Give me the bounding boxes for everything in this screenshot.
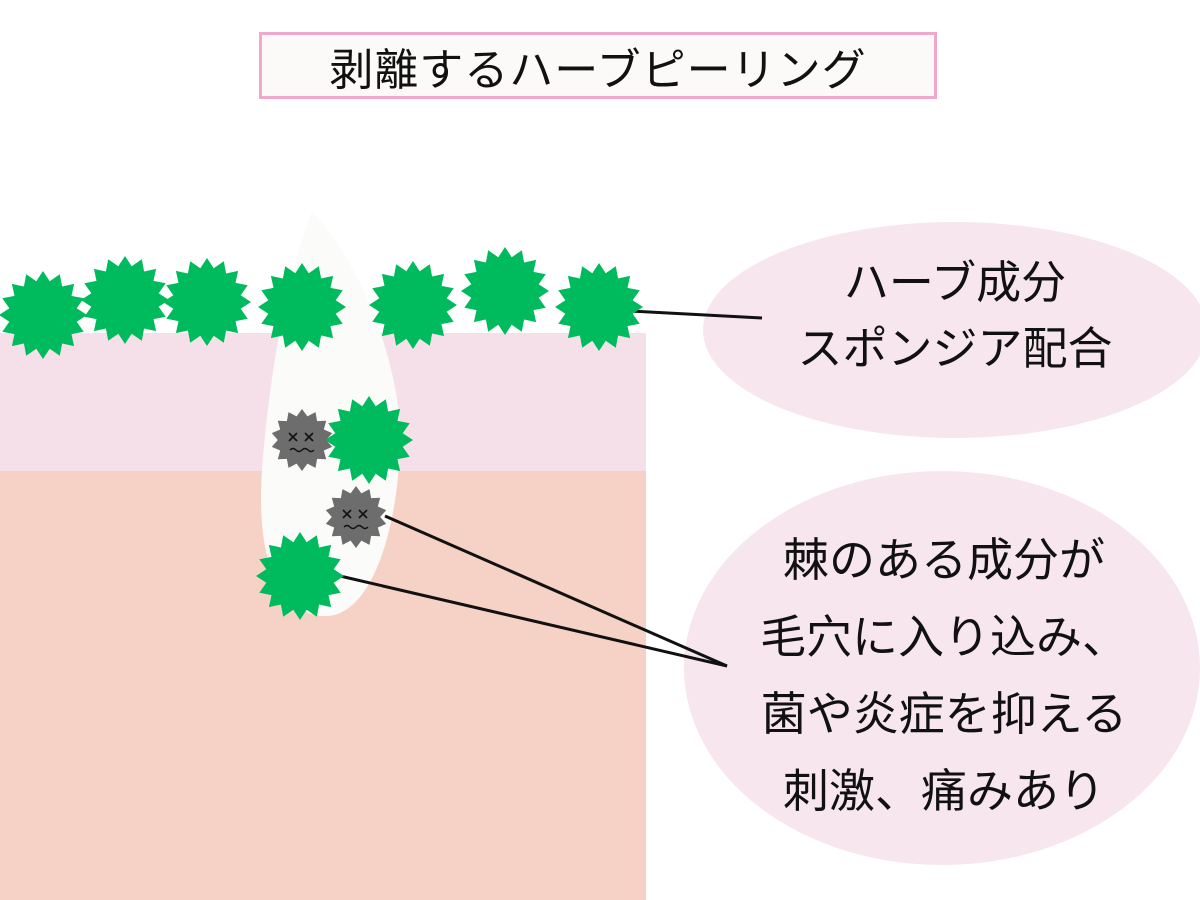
herb-pointer-line <box>629 309 763 320</box>
title-box: 剥離するハーブピーリング <box>259 32 937 99</box>
thorn-callout-text: 棘のある成分が 毛穴に入り込み、 菌や炎症を抑える 刺激、痛みあり <box>690 522 1198 830</box>
spicule-pointer-line <box>339 574 728 668</box>
spicule-icon <box>555 263 643 351</box>
spicule-icon <box>163 258 251 346</box>
thorn-callout-line-2: 毛穴に入り込み、 <box>760 610 1128 664</box>
herb-callout-text: ハーブ成分 スポンジア配合 <box>712 250 1198 382</box>
page-title: 剥離するハーブピーリング <box>329 44 867 96</box>
spicule-icon <box>369 261 457 349</box>
herb-callout-line-1: ハーブ成分 <box>843 256 1067 309</box>
herb-callout-bubble <box>703 222 1200 438</box>
spicule-icon <box>256 532 344 620</box>
spicule-group <box>0 247 643 620</box>
thorn-callout-line-1: 棘のある成分が <box>783 533 1105 587</box>
bacteria-group <box>271 409 387 548</box>
spicule-icon <box>325 396 413 484</box>
thorn-callout-line-3: 菌や炎症を抑える <box>760 687 1128 741</box>
spicule-icon <box>0 271 87 359</box>
spicule-icon <box>81 256 169 344</box>
thorn-callout-bubble <box>684 471 1200 865</box>
bacteria-icon <box>325 486 387 548</box>
bacteria-pointer-line <box>384 514 728 668</box>
herb-callout-line-2: スポンジア配合 <box>797 322 1113 375</box>
thorn-callout-line-4: 刺激、痛みあり <box>783 764 1105 818</box>
bacteria-icon <box>271 409 333 471</box>
spicule-icon <box>258 263 346 351</box>
spicule-icon <box>461 247 549 335</box>
